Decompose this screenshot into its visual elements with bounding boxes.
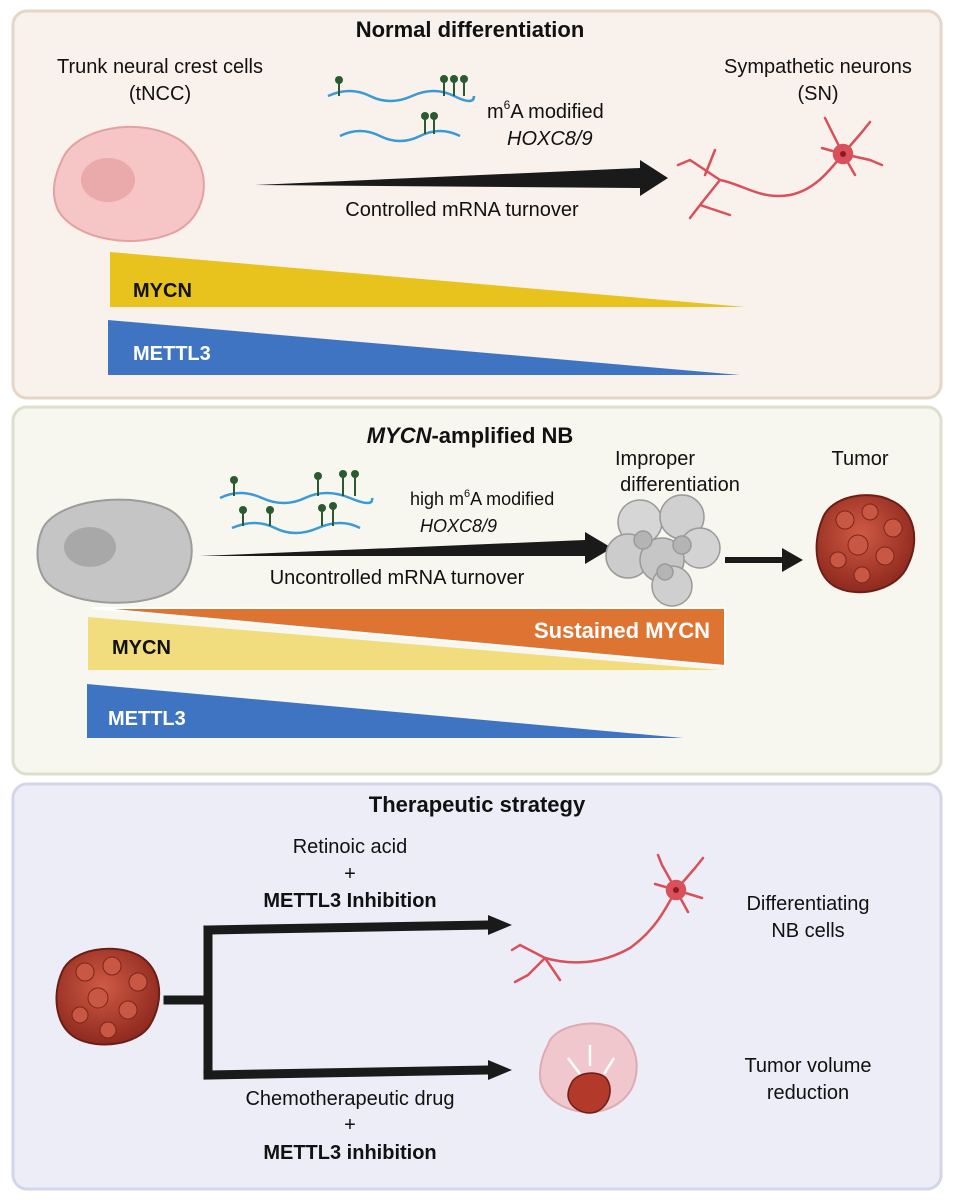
improper-cell-cluster-icon (605, 494, 721, 607)
panel-therapeutic-strategy: Therapeutic strategy Retinoic acid + MET… (11, 782, 943, 1191)
differentiation-arrow (255, 160, 668, 196)
tumor-icon (815, 494, 916, 594)
tncc-label-line2: (tNCC) (129, 83, 191, 105)
high-m6a-rna-icon (219, 470, 374, 535)
hoxc-genes-label: HOXC8/9 (507, 128, 593, 150)
retinoic-acid-label: Retinoic acid (293, 836, 408, 858)
panel-normal-differentiation: Normal differentiation Trunk neural cres… (11, 9, 943, 400)
tumor-reduction-label-line2: reduction (767, 1082, 849, 1104)
sympathetic-neuron-icon (676, 116, 884, 220)
panel-mycn-title: MYCN-amplified NB (367, 423, 574, 448)
uncontrolled-turnover-label: Uncontrolled mRNA turnover (270, 567, 525, 589)
differentiating-neuron-icon (510, 853, 705, 984)
nb-mettl3-wedge (87, 684, 683, 738)
differentiating-label-line1: Differentiating (746, 893, 869, 915)
panel-mycn-amplified-nb: MYCN-amplified NB high m6A modified HOXC… (11, 405, 943, 776)
tncc-label-line1: Trunk neural crest cells (57, 56, 263, 78)
lower-branch-arrowhead (488, 1060, 512, 1080)
panel-normal-title: Normal differentiation (356, 17, 585, 42)
lower-plus-label: + (344, 1114, 356, 1136)
panel-therapy-title: Therapeutic strategy (369, 792, 586, 817)
nb-genes-label: HOXC8/9 (420, 516, 497, 536)
sustained-mycn-label: Sustained MYCN (534, 618, 710, 643)
improper-label-line1: Improper (615, 448, 695, 470)
nb-cell-icon (36, 498, 193, 604)
controlled-turnover-label: Controlled mRNA turnover (345, 199, 579, 221)
high-m6a-label: high m6A modified (410, 488, 554, 509)
sustained-mycn-wedge (91, 607, 726, 668)
nb-mettl3-label: METTL3 (108, 708, 186, 730)
mycn-pale-label: MYCN (112, 637, 171, 659)
sn-label-line2: (SN) (797, 83, 838, 105)
mettl3-wedge-label: METTL3 (133, 343, 211, 365)
shrinking-tumor-icon (538, 1022, 638, 1114)
to-tumor-arrow (725, 548, 803, 572)
uncontrolled-arrow (200, 532, 612, 564)
m6a-rna-icon (327, 75, 476, 143)
improper-label-line2: differentiation (620, 474, 740, 496)
tumor-reduction-label-line1: Tumor volume (744, 1055, 871, 1077)
branching-arrow (163, 920, 495, 1080)
differentiating-label-line2: NB cells (771, 920, 844, 942)
mycn-pale-wedge (88, 617, 720, 670)
mycn-wedge-label: MYCN (133, 280, 192, 302)
tncc-cell-icon (52, 125, 205, 242)
mettl3-wedge (108, 320, 740, 375)
m6a-modified-label: m6A modified (487, 98, 604, 123)
panel-therapy-background (11, 782, 943, 1191)
therapy-tumor-icon (55, 947, 161, 1046)
lower-mettl3-label: METTL3 inhibition (263, 1142, 436, 1164)
upper-plus-label: + (344, 863, 356, 885)
tumor-label: Tumor (831, 448, 888, 470)
upper-mettl3-label: METTL3 Inhibition (263, 890, 436, 912)
sn-label-line1: Sympathetic neurons (724, 56, 912, 78)
panel-mycn-background (11, 405, 943, 776)
upper-branch-arrowhead (488, 915, 512, 935)
chemo-drug-label: Chemotherapeutic drug (245, 1088, 454, 1110)
mycn-wedge (110, 252, 745, 307)
